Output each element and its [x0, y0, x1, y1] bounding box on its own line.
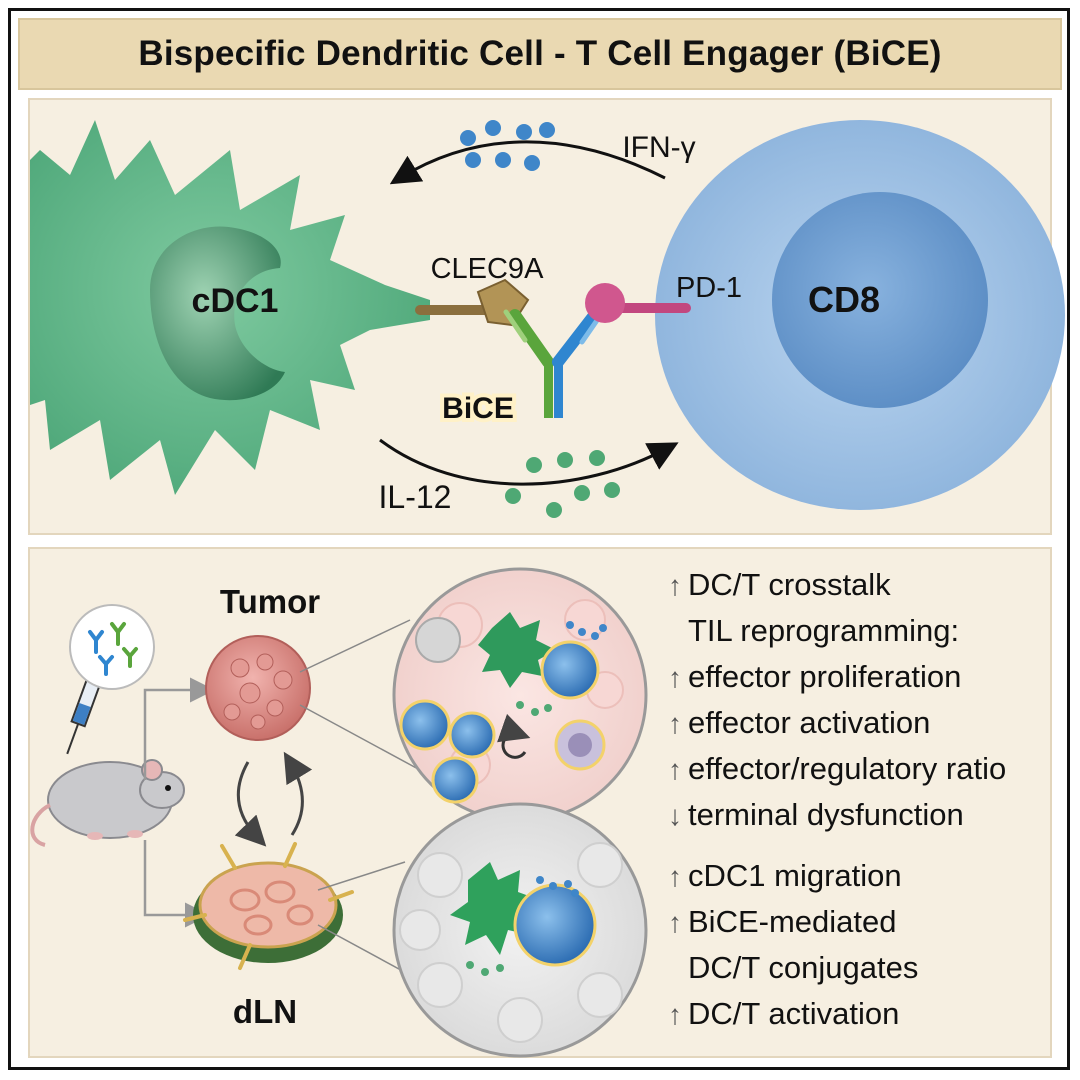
tumor-effect-text: effector proliferation	[688, 659, 962, 694]
zoom-t-cell-1	[540, 640, 600, 700]
dln-effect-item: DC/T conjugates	[668, 950, 918, 986]
tumor-mass	[205, 635, 311, 741]
cdc1-nucleus	[150, 226, 285, 401]
il12-dots	[505, 450, 620, 518]
dln-effect-item: ↑DC/T activation	[668, 996, 899, 1032]
tumor-effect-text: effector/regulatory ratio	[688, 751, 1007, 786]
il12-flow	[379, 438, 679, 518]
tumor-label: Tumor	[220, 583, 320, 620]
proliferation-arrow	[497, 713, 531, 759]
ln-zoom-t-cell	[513, 883, 597, 967]
bice-antibody	[503, 309, 603, 418]
cd8-label: CD8	[808, 279, 880, 320]
tumor-effect-item: ↑DC/T crosstalk	[668, 567, 891, 603]
zoom-t-cell-4	[431, 756, 479, 804]
dln-effect-text: DC/T activation	[688, 996, 900, 1031]
route-arrows	[143, 677, 215, 928]
ifn-gamma-flow	[389, 120, 666, 185]
up-arrow-icon: ↑	[668, 861, 682, 892]
tumor-effect-item: ↑effector/regulatory ratio	[668, 751, 1006, 787]
tumor-effect-item: ↑effector proliferation	[668, 659, 961, 695]
cdc1-dendritic-cell	[30, 120, 430, 495]
zoom-dc-cell	[478, 612, 556, 688]
antibody-bubble	[69, 604, 155, 690]
il12-arrow	[379, 438, 679, 486]
il12-label: IL-12	[379, 479, 452, 515]
ifn-gamma-arrow	[389, 140, 666, 185]
dln-effect-item: ↑cDC1 migration	[668, 858, 902, 894]
cdc1-label: cDC1	[192, 282, 279, 320]
up-arrow-icon: ↑	[668, 754, 682, 785]
ifn-gamma-dots	[460, 120, 555, 171]
bice-label: BiCE	[442, 392, 514, 425]
up-arrow-icon: ↑	[668, 708, 682, 739]
up-arrow-icon: ↑	[668, 999, 682, 1030]
tumor-effect-text: terminal dysfunction	[688, 797, 964, 832]
zoom-t-cell-3	[448, 711, 496, 759]
cd8-t-cell	[655, 120, 1065, 510]
bystander-cell	[415, 617, 461, 663]
title-bar: Bispecific Dendritic Cell - T Cell Engag…	[18, 18, 1062, 90]
dln-label: dLN	[233, 993, 297, 1030]
zoom-t-cell-2	[399, 699, 451, 751]
tumor-effect-item: TIL reprogramming:	[668, 613, 959, 649]
tumor-effect-item: ↓terminal dysfunction	[668, 797, 964, 833]
figure-title: Bispecific Dendritic Cell - T Cell Engag…	[138, 34, 942, 73]
dln-effect-text: BiCE-mediated	[688, 904, 897, 939]
up-arrow-icon: ↑	[668, 570, 682, 601]
pd1-receptor	[585, 283, 691, 323]
dln-effect-text: cDC1 migration	[688, 858, 902, 893]
cd8-nucleus	[772, 192, 988, 408]
dln-effect-item: ↑BiCE-mediated	[668, 904, 896, 940]
up-arrow-icon: ↑	[668, 662, 682, 693]
zoom-connectors	[299, 619, 421, 976]
tumor-effect-item: ↑effector activation	[668, 705, 930, 741]
up-arrow-icon: ↑	[668, 907, 682, 938]
ifn-gamma-label: IFN-γ	[622, 131, 695, 164]
pd1-label: PD-1	[676, 272, 742, 304]
tumor-effect-text: effector activation	[688, 705, 931, 740]
tumor-zoom-view	[392, 567, 648, 823]
exchange-arrows	[234, 751, 313, 847]
tumor-effect-text: TIL reprogramming:	[688, 613, 960, 648]
lymph-node-zoom-view	[392, 802, 648, 1058]
dln-effect-text: DC/T conjugates	[688, 950, 919, 985]
mouse-icon	[30, 759, 185, 847]
tumor-effect-text: DC/T crosstalk	[688, 567, 891, 602]
down-arrow-icon: ↓	[668, 800, 682, 831]
clec9a-label: CLEC9A	[431, 253, 544, 285]
lymph-node	[183, 842, 354, 970]
